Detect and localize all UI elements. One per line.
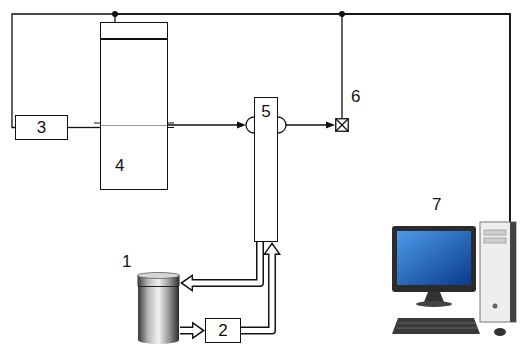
arrow-fill bbox=[191, 242, 261, 283]
flow-arrow bbox=[180, 242, 260, 292]
signal-line bbox=[342, 14, 510, 222]
arrowhead-fill bbox=[193, 324, 202, 337]
arrowhead-fill bbox=[266, 245, 279, 254]
signal-line bbox=[68, 127, 100, 128]
callout-number: 6 bbox=[351, 88, 365, 105]
arrow-fill bbox=[241, 253, 272, 331]
callout-number: 7 bbox=[432, 196, 523, 213]
column-box: 5 bbox=[254, 97, 278, 242]
unit-number: 4 bbox=[115, 157, 181, 174]
arrowhead-outline bbox=[263, 242, 281, 255]
signal-line bbox=[115, 14, 510, 222]
wire-line bbox=[286, 124, 327, 125]
flow-arrow bbox=[241, 242, 281, 331]
arrow-fill bbox=[180, 328, 195, 333]
flow-arrow bbox=[180, 322, 205, 340]
callout-number: 1 bbox=[122, 253, 165, 270]
valve-symbol: 6 bbox=[335, 118, 349, 132]
port-bump bbox=[246, 117, 254, 133]
signal-line bbox=[286, 122, 335, 129]
container-drawing: 1 bbox=[137, 272, 180, 345]
arrowhead-fill bbox=[183, 277, 192, 290]
arrowhead-outline bbox=[180, 274, 193, 292]
arrowhead bbox=[237, 122, 246, 129]
wire-line bbox=[168, 124, 238, 125]
wire-line bbox=[68, 127, 100, 128]
unit-number: 3 bbox=[37, 119, 46, 136]
unit-box: 2 bbox=[205, 318, 241, 343]
through-line bbox=[101, 125, 167, 126]
arrowhead bbox=[326, 122, 335, 129]
wire-line bbox=[342, 14, 510, 222]
arrow-outline bbox=[193, 242, 261, 283]
computer-drawing: 7 bbox=[392, 216, 520, 344]
arrowhead-outline bbox=[192, 322, 205, 340]
wire-line bbox=[115, 14, 510, 222]
cap-line bbox=[101, 38, 167, 40]
vessel-box: 4 bbox=[100, 22, 168, 190]
computer-drawing-art bbox=[392, 216, 520, 344]
signal-line bbox=[168, 122, 246, 129]
port-bump bbox=[278, 117, 286, 133]
unit-number: 5 bbox=[261, 103, 270, 120]
unit-number: 2 bbox=[218, 322, 227, 339]
unit-box: 3 bbox=[15, 115, 68, 140]
container-drawing-art bbox=[137, 272, 180, 345]
valve-symbol-art bbox=[335, 118, 349, 132]
arrow-outline bbox=[241, 255, 272, 331]
port-mark bbox=[168, 123, 174, 124]
port-mark bbox=[168, 127, 174, 128]
